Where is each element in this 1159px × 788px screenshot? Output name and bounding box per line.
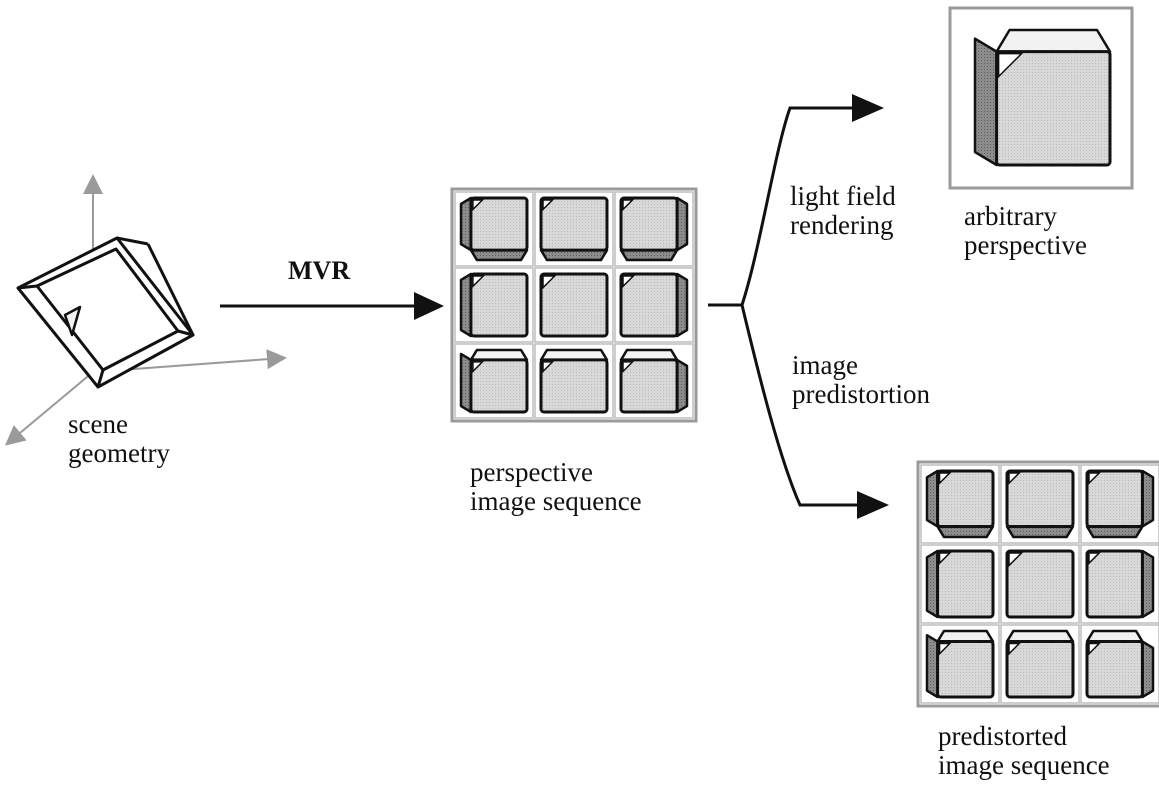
predistorted-cell-2-1 — [925, 549, 995, 619]
predistorted-image-grid — [916, 460, 1159, 708]
perspective-cell-2-1 — [459, 272, 529, 338]
axis-z — [4, 371, 94, 446]
predistorted-cell-2-3 — [1085, 549, 1155, 619]
predistorted-cell-3-3 — [1085, 629, 1155, 699]
scene-cube — [16, 236, 195, 389]
perspective-cell-3-2 — [539, 348, 609, 414]
arrow-head-bottom — [857, 491, 889, 519]
arrow-head-top — [852, 94, 884, 122]
predistorted-cell-2-2 — [1005, 549, 1075, 619]
predistorted-cell-3-2 — [1005, 629, 1075, 699]
perspective-image-grid — [450, 187, 698, 423]
arbitrary-cube — [973, 28, 1112, 167]
arbitrary-perspective-image — [948, 6, 1134, 190]
predistorted-cell-1-1 — [925, 469, 995, 539]
perspective-cell-2-3 — [619, 272, 689, 338]
perspective-cell-3-1 — [459, 348, 529, 414]
perspective-cell-1-3 — [619, 196, 689, 262]
fork-arrows — [708, 106, 860, 507]
perspective-cell-3-3 — [619, 348, 689, 414]
predistorted-cell-1-3 — [1085, 469, 1155, 539]
perspective-cell-1-2 — [539, 196, 609, 262]
predistorted-cell-3-1 — [925, 629, 995, 699]
predistorted-cell-1-2 — [1005, 469, 1075, 539]
perspective-cell-2-2 — [539, 272, 609, 338]
perspective-cell-1-1 — [459, 196, 529, 262]
mvr-label: MVR — [288, 256, 351, 285]
mvr-arrow — [220, 292, 444, 320]
